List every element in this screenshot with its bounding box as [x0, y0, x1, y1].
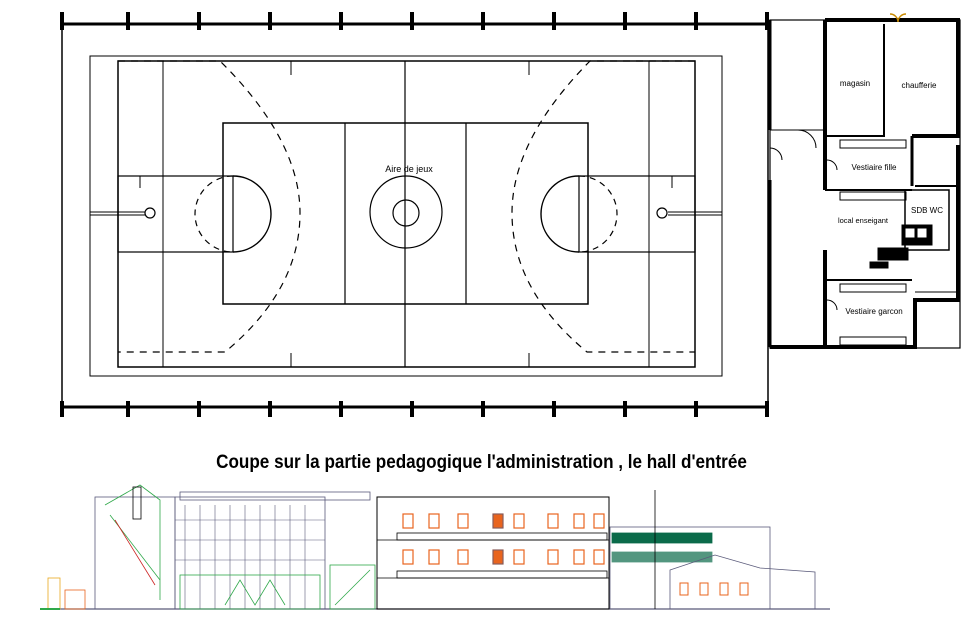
gym-hall-plan [60, 12, 769, 417]
section-caption: Coupe sur la partie pedagogique l'admini… [216, 452, 747, 473]
court-outline [117, 60, 696, 368]
annex-plan [768, 13, 961, 349]
wall-columns [60, 12, 769, 417]
annex-room-labels: magasin chaufferie Vestiaire fille local… [838, 79, 943, 316]
building-section-drawing [40, 484, 830, 610]
room-label-local-enseignant: local enseigant [838, 216, 889, 225]
room-label-vestiaire-garcon: Vestiaire garcon [845, 307, 902, 316]
center-circle [369, 175, 443, 249]
room-label-vestiaire-fille: Vestiaire fille [852, 163, 897, 172]
room-label-sdb-wc: SDB WC [911, 206, 943, 215]
court-label: Aire de jeux [385, 164, 433, 174]
room-label-chaufferie: chaufferie [902, 81, 938, 90]
inner-court [222, 122, 589, 305]
room-label-magasin: magasin [840, 79, 870, 88]
